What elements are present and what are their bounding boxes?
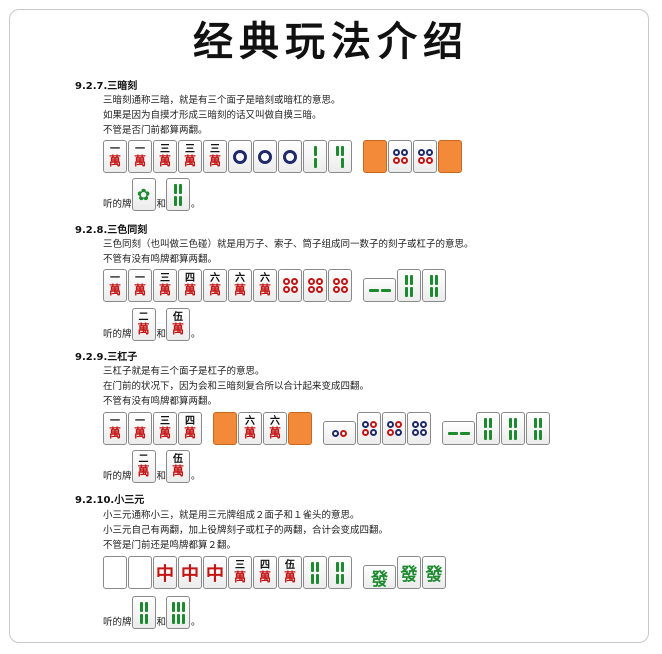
pin-6-tile — [388, 140, 412, 173]
wan-5-tile: 伍萬 — [166, 308, 191, 341]
wait-label: 听的牌 — [103, 199, 132, 210]
pin-1-tile — [253, 140, 277, 173]
wait-and-label: 和 — [156, 329, 167, 340]
wan-5-tile: 伍萬 — [278, 556, 302, 589]
section-text: 三杠子就是有三个面子是杠子的意思。 — [103, 366, 265, 377]
wait-and-label: 和 — [156, 471, 167, 482]
section-text: 三色同刻（也叫做三色碰）就是用万子、索子、筒子组成同一数子的刻子或杠子的意思。 — [103, 239, 474, 250]
chun-tile: 中 — [178, 556, 202, 589]
sou-8-tile — [303, 556, 327, 589]
sou-8-tile — [328, 556, 352, 589]
pin-6-tile — [303, 269, 327, 302]
tile-row-sankantsu: 一萬 一萬 三萬 四萬 六萬 六萬 — [103, 412, 551, 445]
wait-and-label: 和 — [156, 199, 167, 210]
sou-tile-sideways — [442, 421, 475, 445]
wan-3-tile: 三萬 — [228, 556, 252, 589]
sou-5-tile — [476, 412, 500, 445]
pin-1-tile — [228, 140, 252, 173]
wan-6-tile: 六萬 — [263, 412, 287, 445]
wait-tiles-row: 听的牌 二萬 和 伍萬 。 — [103, 450, 201, 483]
tile-row-shosangen: 中 中 中 三萬 四萬 伍萬 發 發 發 — [103, 556, 447, 589]
wan-2-tile: 二萬 — [131, 450, 156, 483]
wan-3-tile: 三萬 — [178, 140, 202, 173]
tile-back — [213, 412, 237, 445]
sou-5-tile — [501, 412, 525, 445]
tile-back — [288, 412, 312, 445]
sou-5-tile — [526, 412, 550, 445]
wan-6-tile: 六萬 — [238, 412, 262, 445]
pin-1-tile — [278, 140, 302, 173]
pin-6-tile — [278, 269, 302, 302]
hatsu-tile: 發 — [397, 556, 421, 589]
pin-7-tile — [357, 412, 381, 445]
section-text: 不管是否门前都算两翻。 — [103, 125, 208, 136]
wait-tiles-row: 听的牌 和 。 — [103, 596, 201, 629]
page-title: 经典玩法介绍 — [193, 18, 469, 65]
section-heading-shosangen: 9.2.10.小三元 — [75, 495, 145, 506]
section-text: 小三元通称小三，就是用三元牌组成２面子和１雀头的意思。 — [103, 510, 360, 521]
sou-3-tile — [328, 140, 352, 173]
sou-7-tile — [131, 596, 156, 629]
pin-tile-sideways — [323, 421, 356, 445]
wan-2-tile: 二萬 — [131, 308, 156, 341]
tile-back — [438, 140, 462, 173]
pin-8-tile — [382, 412, 406, 445]
pin-6-tile — [413, 140, 437, 173]
wait-label: 听的牌 — [103, 617, 132, 628]
hatsu-tile: 發 — [422, 556, 446, 589]
wan-1-tile: 一萬 — [128, 140, 152, 173]
wan-1-tile: 一萬 — [103, 269, 127, 302]
wan-1-tile: 一萬 — [103, 412, 127, 445]
wait-and-label: 和 — [156, 617, 167, 628]
chun-tile: 中 — [153, 556, 177, 589]
hatsu-tile-sideways: 發 — [363, 565, 396, 589]
wan-3-tile: 三萬 — [153, 140, 177, 173]
section-text: 在门前的状况下，因为会和三暗刻复合所以合计起来变成四翻。 — [103, 381, 370, 392]
wan-1-tile: 一萬 — [128, 412, 152, 445]
wan-1-tile: 一萬 — [103, 140, 127, 173]
section-heading-sankantsu: 9.2.9.三杠子 — [75, 352, 138, 363]
section-text: 如果是因为自摸才形成三暗刻的话又叫做自摸三暗。 — [103, 110, 322, 121]
sou-6-tile-sideways — [363, 278, 396, 302]
wan-3-tile: 三萬 — [153, 269, 177, 302]
section-text: 三暗刻通称三暗，就是有三个面子是暗刻或暗杠的意思。 — [103, 95, 341, 106]
wan-4-tile: 四萬 — [253, 556, 277, 589]
sou-2-tile — [303, 140, 327, 173]
wait-tiles-row: 听的牌 二萬 和 伍萬 。 — [103, 308, 201, 341]
wan-6-tile: 六萬 — [228, 269, 252, 302]
tile-row-sanshoku-doko: 一萬 一萬 三萬 四萬 六萬 六萬 六萬 — [103, 269, 447, 302]
section-text: 不管有没有鸣牌都算两翻。 — [103, 254, 218, 265]
sou-4-tile — [166, 178, 191, 211]
sou-9-tile — [166, 596, 191, 629]
haku-tile — [128, 556, 152, 589]
wan-3-tile: 三萬 — [203, 140, 227, 173]
section-heading-sanshoku-doko: 9.2.8.三色同刻 — [75, 225, 148, 236]
wan-3-tile: 三萬 — [153, 412, 177, 445]
content-frame — [9, 9, 649, 643]
sou-1-tile: ✿ — [131, 178, 156, 211]
pin-6-tile — [328, 269, 352, 302]
chun-tile: 中 — [203, 556, 227, 589]
haku-tile — [103, 556, 127, 589]
wait-tiles-row: 听的牌 ✿ 和 。 — [103, 178, 201, 211]
section-heading-sananko: 9.2.7.三暗刻 — [75, 81, 138, 92]
section-text: 不管是门前还是鸣牌都算２翻。 — [103, 540, 237, 551]
wan-1-tile: 一萬 — [128, 269, 152, 302]
wait-label: 听的牌 — [103, 329, 132, 340]
tile-row-sananko: 一萬 一萬 三萬 三萬 三萬 — [103, 140, 463, 173]
section-text: 不管有没有鸣牌都算两翻。 — [103, 396, 218, 407]
wan-6-tile: 六萬 — [203, 269, 227, 302]
wan-6-tile: 六萬 — [253, 269, 277, 302]
section-text: 小三元自己有两翻，加上役牌刻子或杠子的两翻，合计会变成四翻。 — [103, 525, 389, 536]
sou-6-tile — [397, 269, 421, 302]
wan-5-tile: 伍萬 — [166, 450, 191, 483]
tile-back — [363, 140, 387, 173]
wait-label: 听的牌 — [103, 471, 132, 482]
pin-8-tile — [407, 412, 431, 445]
wan-4-tile: 四萬 — [178, 269, 202, 302]
sou-6-tile — [422, 269, 446, 302]
wan-4-tile: 四萬 — [178, 412, 202, 445]
